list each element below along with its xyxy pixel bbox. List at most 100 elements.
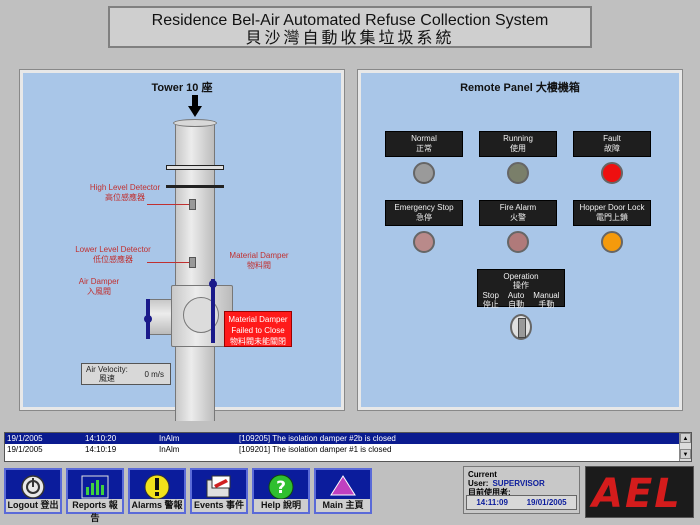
main-label: Main 主頁 [316,499,370,512]
event-log[interactable]: 19/1/2005 14:10:20 InAlm [109205] The is… [4,432,692,462]
operation-label-zh: 操作 [513,281,529,290]
chute-ring-upper [166,165,224,170]
indicator-normal-zh: 正常 [416,144,432,153]
chute-ring-lower [166,185,224,188]
scroll-down-icon[interactable]: ▼ [680,449,691,459]
high-level-label: High Level Detector 高位感應器 [75,183,175,203]
material-damper-label-zh: 物料閥 [247,261,271,270]
low-level-label-zh: 低位感應器 [93,255,133,264]
chute-top [173,119,217,127]
clock-time: 14:11:09 [476,498,508,507]
material-damper[interactable] [211,279,215,343]
tower-title: Tower 10 座 [151,82,213,94]
log-time: 14:10:19 [85,445,117,454]
low-level-detector[interactable] [189,257,196,268]
indicator-fire-alarm-zh: 火警 [510,213,526,222]
table-row[interactable]: 19/1/2005 14:10:19 InAlm [109201] The is… [5,444,691,455]
fault-lamp [601,162,623,184]
events-button[interactable]: Events 事件 [190,468,248,514]
air-damper-label: Air Damper 入風閥 [59,277,139,297]
flow-arrow-icon [188,95,202,117]
indicator-running-en: Running [503,134,533,143]
tower-panel: Tower 10 座 High Level Detector 高位感應器 Low… [19,69,345,421]
log-time: 14:10:20 [85,434,117,443]
indicator-hopper-door-lock-zh: 電門上鎖 [596,213,628,222]
report-chart-icon [81,475,109,499]
material-damper-alarm[interactable]: Material Damper Failed to Close 物料閥未能關閉 [224,311,292,347]
high-level-pointer [147,204,189,205]
log-message: [109201] The isolation damper #1 is clos… [239,445,392,454]
company-logo-text: AEL [592,471,682,517]
reports-label: Reports 報告 [68,499,122,523]
power-icon [21,475,45,499]
help-question-icon: ? [268,474,294,500]
current-user-label-en: Current User: [468,470,497,488]
scroll-up-icon[interactable]: ▲ [680,433,691,443]
current-user-label-zh: 目前使用者: [468,488,511,497]
normal-lamp [413,162,435,184]
indicator-running-zh: 使用 [510,144,526,153]
reports-button[interactable]: Reports 報告 [66,468,124,523]
indicator-fault-zh: 故障 [604,144,620,153]
fire-alarm-lamp [507,231,529,253]
air-damper-label-en: Air Damper [78,277,120,286]
alarms-button[interactable]: Alarms 警報 [128,468,186,514]
alarms-label: Alarms 警報 [130,499,184,512]
operation-label-en: Operation [503,272,539,281]
clock-display: 14:11:09 19/01/2005 [466,495,577,510]
high-level-label-en: High Level Detector [89,183,161,192]
log-scrollbar[interactable]: ▲ ▼ [679,433,691,461]
main-button[interactable]: Main 主頁 [314,468,372,514]
svg-text:?: ? [276,478,286,498]
air-velocity-label-zh: 風速 [98,374,115,383]
indicator-emergency-stop-zh: 急停 [416,213,432,222]
system-title-en: Residence Bel-Air Automated Refuse Colle… [151,12,549,29]
user-status-box: Current User:SUPERVISOR 目前使用者: 14:11:09 … [463,466,580,514]
events-label: Events 事件 [192,499,246,512]
log-type: InAlm [159,445,180,454]
alarm-line-3: 物料閥未能關閉 [230,337,286,346]
alarm-line-2: Failed to Close [231,326,285,335]
operation-selector-knob[interactable] [510,314,532,340]
material-damper-label-en: Material Damper [229,251,289,260]
logout-label: Logout 登出 [6,499,60,512]
running-lamp [507,162,529,184]
air-velocity-value: 0 m/s [144,370,164,379]
indicator-hopper-door-lock-en: Hopper Door Lock [579,203,645,212]
hopper-door-lock-lamp [601,231,623,253]
log-date: 19/1/2005 [7,445,43,454]
indicator-fault-en: Fault [603,134,621,143]
air-velocity-label-en: Air Velocity: [86,365,128,374]
home-arrow-icon [330,475,356,496]
low-level-label-en: Lower Level Detector [75,245,151,254]
logout-button[interactable]: Logout 登出 [4,468,62,514]
table-row[interactable]: 19/1/2005 14:10:20 InAlm [109205] The is… [5,433,691,444]
indicator-fire-alarm-en: Fire Alarm [499,203,537,212]
alarm-exclamation-icon [144,474,170,500]
refuse-chute [175,121,215,421]
indicator-emergency-stop-en: Emergency Stop [394,203,454,212]
low-level-label: Lower Level Detector 低位感應器 [63,245,163,265]
high-level-detector[interactable] [189,199,196,210]
air-damper-pivot [144,315,152,323]
system-title-zh: 貝沙灣自動收集垃圾系統 [245,30,455,47]
alarm-line-1: Material Damper [228,315,288,324]
air-velocity-display: Air Velocity: 風速 0 m/s [81,363,171,385]
remote-panel-title: Remote Panel 大樓機箱 [460,82,580,94]
emergency-stop-lamp [413,231,435,253]
company-logo: AEL [585,466,694,518]
high-level-label-zh: 高位感應器 [105,193,145,202]
help-button[interactable]: ? Help 說明 [252,468,310,514]
log-type: InAlm [159,434,180,443]
